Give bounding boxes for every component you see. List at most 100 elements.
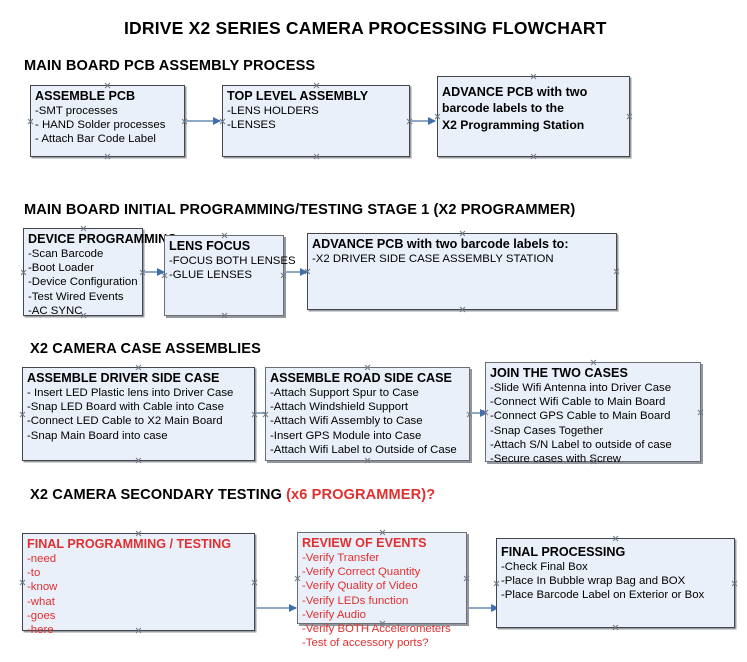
node-line: -know bbox=[27, 581, 58, 594]
node-line: -GLUE LENSES bbox=[169, 269, 252, 282]
connection-handle-bottom[interactable] bbox=[459, 306, 466, 313]
node-body: FINAL PROCESSING -Check Final Box -Place… bbox=[501, 545, 732, 603]
connection-handle-top[interactable] bbox=[135, 364, 142, 371]
node-body: ASSEMBLE DRIVER SIDE CASE - Insert LED P… bbox=[27, 371, 252, 443]
node-line: -LENS HOLDERS bbox=[227, 105, 319, 117]
arrow-head-icon bbox=[428, 116, 436, 125]
node-line: -Insert GPS Module into Case bbox=[270, 429, 422, 442]
node-line: -AC SYNC bbox=[28, 304, 83, 317]
page-title: IDRIVE X2 SERIES CAMERA PROCESSING FLOWC… bbox=[124, 18, 607, 38]
connection-handle-bottom[interactable] bbox=[135, 457, 142, 464]
node-assemble-road-side-case[interactable]: ASSEMBLE ROAD SIDE CASE -Attach Support … bbox=[265, 367, 470, 461]
connection-handle-top[interactable] bbox=[364, 364, 371, 371]
node-line: -Snap Cases Together bbox=[490, 424, 604, 437]
connection-handle-bottom[interactable] bbox=[364, 457, 371, 464]
connection-handle-right[interactable] bbox=[697, 409, 704, 416]
node-header: FINAL PROCESSING bbox=[501, 545, 626, 559]
node-final-programming-testing[interactable]: FINAL PROGRAMMING / TESTING -need -to -k… bbox=[19, 530, 258, 636]
node-line: -Attach Wifi Assembly to Case bbox=[270, 415, 423, 428]
node-line: -Place In Bubble wrap Bag and BOX bbox=[501, 575, 686, 588]
arrow-head-icon bbox=[300, 267, 308, 276]
node-header: ASSEMBLE ROAD SIDE CASE bbox=[270, 371, 452, 385]
node-line: - Insert LED Plastic lens into Driver Ca… bbox=[27, 387, 234, 399]
connection-handle-left[interactable] bbox=[294, 575, 301, 582]
connection-handle-right[interactable] bbox=[463, 575, 470, 582]
connection-handle-right[interactable] bbox=[251, 579, 258, 586]
node-line: -Test Wired Events bbox=[28, 290, 124, 303]
node-line: -Slide Wifi Antenna into Driver Case bbox=[490, 382, 672, 394]
node-header: TOP LEVEL ASSEMBLY bbox=[227, 89, 369, 103]
section-title-text: X2 CAMERA SECONDARY TESTING bbox=[30, 487, 287, 503]
node-line: -Scan Barcode bbox=[28, 248, 104, 260]
node-line: -goes bbox=[27, 609, 56, 622]
node-device-programming[interactable]: DEVICE PROGRAMMING -Scan Barcode -Boot L… bbox=[20, 225, 177, 317]
node-line: -Device Configuration bbox=[28, 276, 138, 289]
arrow-assemble-pcb-to-top-level-assembly bbox=[186, 116, 221, 125]
connection-handle-top[interactable] bbox=[221, 232, 228, 239]
node-line: - Attach Bar Code Label bbox=[35, 133, 156, 146]
connection-handle-bottom[interactable] bbox=[530, 153, 537, 160]
connection-handle-top[interactable] bbox=[590, 359, 597, 366]
node-body: ASSEMBLE ROAD SIDE CASE -Attach Support … bbox=[270, 371, 467, 457]
node-line: -here bbox=[27, 624, 54, 637]
connection-handle-left[interactable] bbox=[19, 411, 26, 418]
node-line: -SMT processes bbox=[35, 105, 118, 117]
node-line: -Verify BOTH Accelerometers bbox=[302, 623, 451, 636]
connection-handle-right[interactable] bbox=[731, 580, 738, 587]
connection-handle-left[interactable] bbox=[27, 118, 34, 125]
connection-handle-top[interactable] bbox=[135, 530, 142, 537]
node-body: ADVANCE PCB with two barcode labels to t… bbox=[442, 85, 627, 133]
connection-handle-right[interactable] bbox=[280, 272, 287, 279]
connection-handle-top[interactable] bbox=[80, 225, 87, 232]
node-header: ADVANCE PCB with two bbox=[442, 85, 588, 99]
node-advance-pcb-driver-side-case[interactable]: ADVANCE PCB with two barcode labels to: … bbox=[307, 233, 617, 310]
node-final-processing[interactable]: FINAL PROCESSING -Check Final Box -Place… bbox=[496, 538, 735, 628]
connection-handle-bottom[interactable] bbox=[313, 153, 320, 160]
node-line: -what bbox=[27, 595, 55, 608]
node-line: -Connect Wifi Cable to Main Board bbox=[490, 396, 666, 409]
connection-handle-left[interactable] bbox=[20, 269, 27, 276]
connection-handle-top[interactable] bbox=[379, 529, 386, 536]
section-title-x2-camera-secondary-testing: X2 CAMERA SECONDARY TESTING (x6 PROGRAMM… bbox=[30, 487, 435, 503]
node-body: LENS FOCUS -FOCUS BOTH LENSES -GLUE LENS… bbox=[169, 239, 296, 282]
node-header: REVIEW OF EVENTS bbox=[302, 536, 427, 550]
node-body: TOP LEVEL ASSEMBLY -LENS HOLDERS -LENSES bbox=[227, 89, 407, 132]
node-join-the-two-cases[interactable]: JOIN THE TWO CASES -Slide Wifi Antenna i… bbox=[485, 359, 704, 465]
connection-handle-top[interactable] bbox=[530, 73, 537, 80]
node-assemble-pcb[interactable]: ASSEMBLE PCB -SMT processes - HAND Solde… bbox=[30, 85, 185, 157]
section-title-main-board-initial-programming: MAIN BOARD INITIAL PROGRAMMING/TESTING S… bbox=[24, 202, 575, 218]
connection-handle-top[interactable] bbox=[313, 82, 320, 89]
node-line: -Check Final Box bbox=[501, 561, 588, 573]
node-header: ASSEMBLE DRIVER SIDE CASE bbox=[27, 371, 220, 385]
connection-handle-bottom[interactable] bbox=[612, 624, 619, 631]
node-advance-pcb-x2-programming-station[interactable]: ADVANCE PCB with two barcode labels to t… bbox=[437, 76, 630, 157]
node-top-level-assembly[interactable]: TOP LEVEL ASSEMBLY -LENS HOLDERS -LENSES bbox=[222, 85, 410, 157]
connection-handle-top[interactable] bbox=[459, 230, 466, 237]
arrow-final-programming-to-review-of-events bbox=[256, 603, 297, 612]
connection-handle-left[interactable] bbox=[493, 580, 500, 587]
node-body: ADVANCE PCB with two barcode labels to: … bbox=[312, 237, 614, 266]
node-review-of-events[interactable]: REVIEW OF EVENTS -Verify Transfer -Verif… bbox=[294, 529, 470, 649]
node-line-overflow: -Test of accessory ports? bbox=[302, 637, 429, 650]
connection-handle-bottom[interactable] bbox=[104, 153, 111, 160]
connection-handle-right[interactable] bbox=[613, 268, 620, 275]
node-line: -Place Barcode Label on Exterior or Box bbox=[501, 589, 705, 602]
arrow-lens-focus-to-advance-pcb bbox=[285, 267, 308, 276]
node-line: -Verify Correct Quantity bbox=[302, 566, 421, 579]
node-assemble-driver-side-case[interactable]: ASSEMBLE DRIVER SIDE CASE - Insert LED P… bbox=[22, 367, 255, 461]
connection-handle-right[interactable] bbox=[626, 113, 633, 120]
connection-handle-top[interactable] bbox=[612, 535, 619, 542]
connection-handle-top[interactable] bbox=[104, 82, 111, 89]
node-line: -Attach S/N Label to outside of case bbox=[490, 438, 672, 451]
node-header: JOIN THE TWO CASES bbox=[490, 366, 628, 380]
node-line: -Attach Windshield Support bbox=[270, 401, 409, 414]
node-line: -to bbox=[27, 567, 41, 580]
node-line: -Attach Support Spur to Case bbox=[270, 387, 419, 399]
node-line: -Snap Main Board into case bbox=[27, 429, 168, 442]
arrow-device-programming-to-lens-focus bbox=[144, 267, 165, 276]
node-lens-focus[interactable]: LENS FOCUS -FOCUS BOTH LENSES -GLUE LENS… bbox=[164, 232, 296, 319]
connection-handle-bottom[interactable] bbox=[221, 312, 228, 319]
connection-handle-left[interactable] bbox=[19, 579, 26, 586]
node-body: REVIEW OF EVENTS -Verify Transfer -Verif… bbox=[302, 536, 464, 650]
node-line: -Connect GPS Cable to Main Board bbox=[490, 410, 671, 423]
